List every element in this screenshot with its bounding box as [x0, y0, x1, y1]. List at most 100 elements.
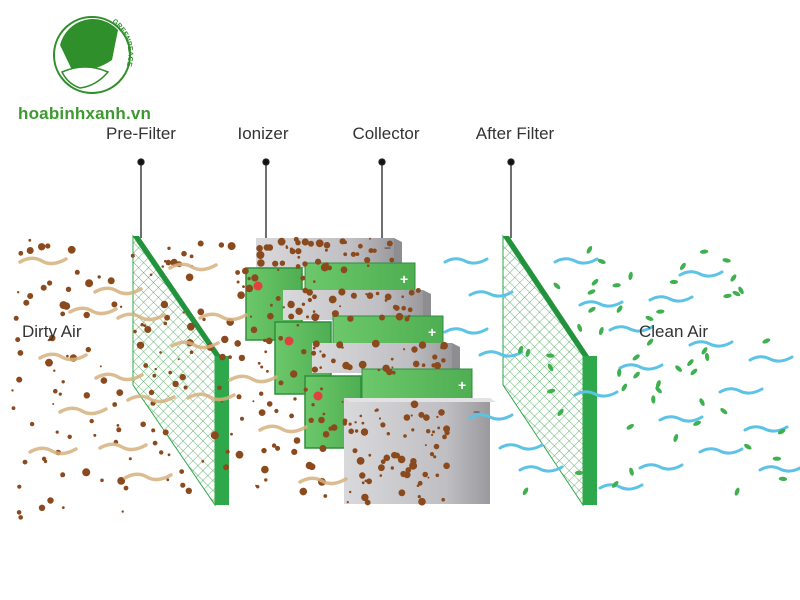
- dust-particle: [265, 337, 273, 345]
- dust-particle: [151, 428, 156, 433]
- leaf: [598, 326, 604, 336]
- clean-air-wisp: [468, 290, 514, 298]
- dirty-air-wisp: [28, 446, 78, 456]
- dust-particle: [386, 368, 393, 376]
- dust-particle: [380, 459, 386, 465]
- dust-particle: [442, 434, 447, 440]
- dust-particle: [136, 341, 145, 349]
- dust-particle: [185, 273, 194, 282]
- dust-particle: [331, 358, 336, 364]
- leaf: [673, 433, 679, 443]
- clean-air-wisp: [598, 483, 644, 491]
- dust-particle: [11, 406, 16, 410]
- dust-particle: [235, 450, 244, 459]
- dirty-air-streams: [18, 256, 348, 486]
- dust-particle: [347, 315, 354, 322]
- dust-particle: [418, 341, 427, 349]
- dust-particle: [143, 363, 149, 368]
- dust-particle: [377, 368, 381, 372]
- dust-particle: [364, 499, 371, 506]
- dust-particle: [256, 245, 263, 252]
- clean-air-wisp: [758, 465, 800, 473]
- leaf: [722, 258, 731, 263]
- negative-sign: −: [384, 241, 391, 255]
- clean-air-wisp: [578, 300, 624, 308]
- dust-particle: [177, 358, 180, 361]
- dust-particle: [433, 362, 442, 370]
- dust-particle: [285, 245, 288, 248]
- clean-air-wisp: [608, 325, 654, 333]
- clean-air-wisp: [658, 415, 704, 423]
- dust-particle: [410, 414, 413, 417]
- dust-particle: [167, 246, 171, 250]
- dirty-air-wisp: [298, 476, 348, 486]
- dust-particle: [62, 302, 71, 310]
- dust-particle: [418, 411, 425, 418]
- website-brand: hoabinhxanh.vn: [18, 104, 152, 123]
- dust-particle: [405, 467, 412, 473]
- leaf: [597, 259, 606, 264]
- dust-particle: [411, 346, 418, 353]
- dust-particle: [263, 338, 267, 343]
- dust-particle: [18, 515, 24, 520]
- dust-particle: [278, 335, 284, 341]
- dust-particle: [423, 414, 430, 421]
- label-clean-air: Clean Air: [639, 322, 708, 341]
- dust-particle: [133, 329, 137, 334]
- dust-particle: [302, 261, 308, 267]
- dust-particle: [320, 387, 323, 391]
- dust-particle: [386, 432, 390, 436]
- dust-particle: [375, 291, 380, 296]
- dust-particle: [312, 294, 317, 300]
- leaf: [699, 398, 705, 406]
- leaf: [522, 487, 529, 496]
- dust-particle: [242, 267, 249, 275]
- dust-particle: [252, 400, 255, 403]
- dust-particle: [277, 237, 286, 246]
- dust-particle: [165, 259, 172, 266]
- dust-particle: [323, 241, 331, 249]
- dust-particle: [271, 443, 277, 448]
- clean-air-wisp: [443, 327, 489, 335]
- dust-particle: [311, 313, 320, 322]
- dust-particle: [219, 353, 226, 361]
- dust-particle: [369, 237, 371, 240]
- dust-particle: [143, 324, 147, 327]
- leaf: [574, 470, 584, 475]
- dust-particle: [83, 311, 90, 319]
- dust-particle: [144, 326, 152, 333]
- dust-particle: [287, 300, 295, 309]
- leaf: [546, 353, 555, 358]
- dust-particle: [322, 412, 326, 416]
- dust-particle: [312, 346, 316, 350]
- dust-particle: [368, 453, 372, 457]
- dust-particle: [296, 323, 300, 327]
- dust-particle: [416, 484, 420, 488]
- dust-particle: [315, 258, 322, 265]
- label-dirty-air: Dirty Air: [22, 322, 82, 341]
- leaf: [586, 246, 593, 254]
- dust-particle: [282, 306, 285, 309]
- dust-particle: [297, 255, 301, 259]
- dust-particle: [140, 421, 146, 428]
- dust-particle: [53, 369, 56, 372]
- dust-particle: [435, 473, 440, 478]
- dust-particle: [111, 301, 118, 308]
- dust-particle: [152, 440, 158, 446]
- dust-particle: [67, 434, 72, 439]
- leaf: [693, 420, 702, 426]
- dust-particle: [22, 459, 28, 465]
- dust-particle: [55, 430, 59, 434]
- dust-particle: [121, 510, 124, 513]
- dirty-air-wisp: [258, 424, 308, 434]
- dust-particle: [201, 459, 205, 463]
- dust-particle: [343, 240, 348, 245]
- dust-particle: [422, 471, 429, 478]
- dust-particle: [308, 417, 314, 423]
- dirty-air-wisp: [98, 442, 148, 452]
- dust-particle: [371, 339, 380, 348]
- leaf: [587, 289, 596, 295]
- leaf: [655, 380, 661, 389]
- leaf: [616, 305, 623, 313]
- pre-filter-panel: [132, 234, 229, 507]
